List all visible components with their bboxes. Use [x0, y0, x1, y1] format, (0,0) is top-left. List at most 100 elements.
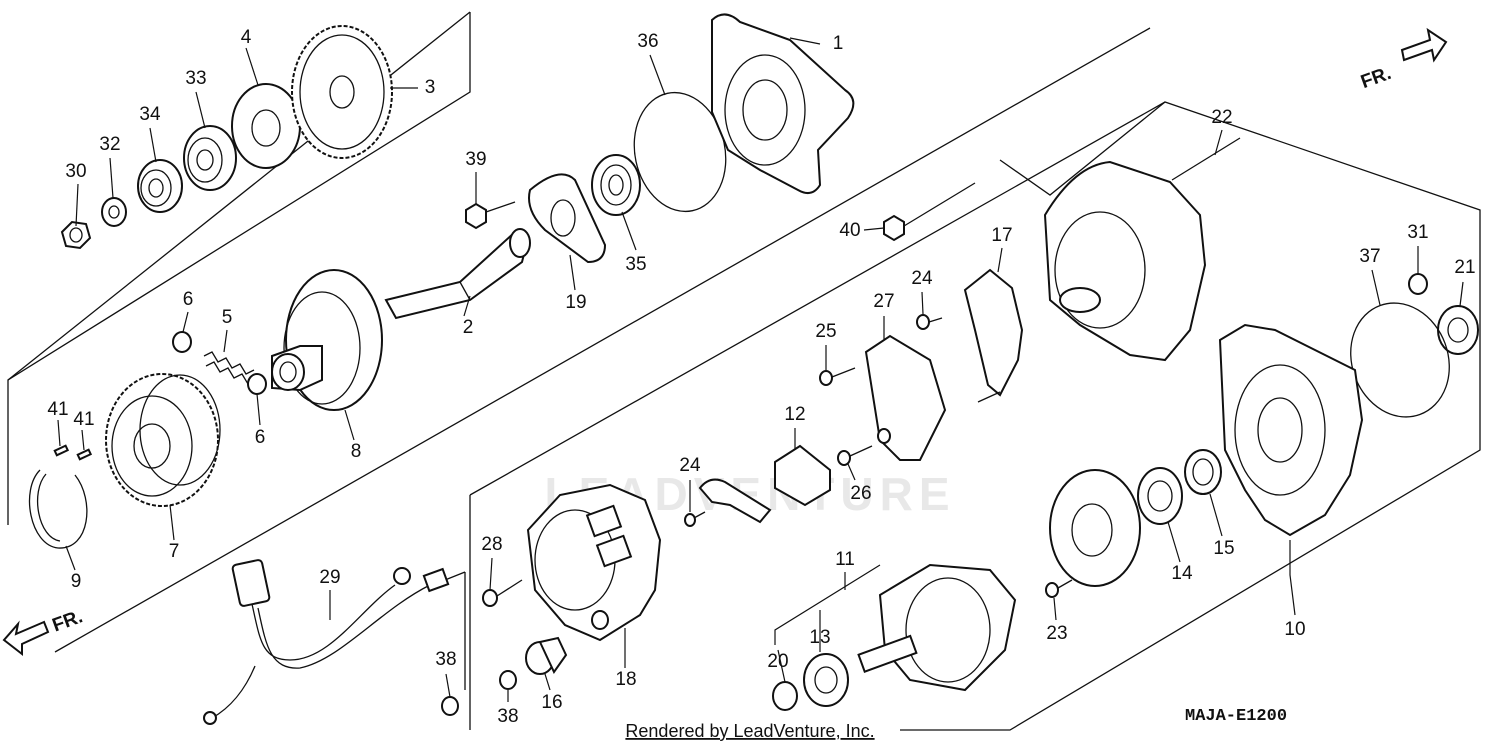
callout-9: 9 — [71, 571, 82, 592]
part-6-cap-b — [247, 373, 267, 395]
part-28-screw — [482, 579, 523, 607]
part-4-washer — [231, 83, 301, 169]
footer-credit: Rendered by LeadVenture, Inc. — [625, 721, 874, 741]
callout-8: 8 — [351, 441, 362, 462]
callout-28: 28 — [481, 534, 502, 555]
part-18-end-frame — [526, 483, 662, 642]
part-7-gear-hub — [105, 373, 221, 507]
callout-37: 37 — [1359, 246, 1380, 267]
callout-36: 36 — [637, 31, 658, 52]
callout-3: 3 — [425, 77, 436, 98]
part-31-nut — [1408, 273, 1428, 295]
part-3-gear — [291, 25, 393, 159]
callout-15: 15 — [1213, 538, 1234, 559]
part-20-cap — [772, 681, 798, 711]
part-39-bolt — [465, 201, 516, 230]
callout-38b: 38 — [497, 706, 518, 727]
callout-23: 23 — [1046, 623, 1067, 644]
part-1-housing — [711, 13, 855, 195]
callout-4: 4 — [241, 27, 252, 48]
part-34-bearing — [137, 159, 183, 213]
part-32-washer — [101, 197, 127, 227]
fr-label-top-right: FR. — [1358, 63, 1394, 93]
part-13-bearing — [803, 653, 849, 707]
fr-label-bottom-left: FR. — [50, 606, 86, 636]
part-10-front-housing — [1218, 323, 1364, 537]
part-35-bearing — [591, 154, 641, 216]
callout-34: 34 — [139, 104, 161, 125]
callout-13: 13 — [809, 627, 830, 648]
part-15-spacer — [1184, 449, 1222, 495]
part-8-damper-hub — [271, 269, 383, 411]
callout-1: 1 — [833, 33, 844, 54]
callout-21: 21 — [1454, 257, 1475, 278]
callout-26: 26 — [850, 483, 871, 504]
part-22-stud — [1171, 137, 1241, 181]
callout-11: 11 — [835, 549, 855, 570]
part-27-regulator — [864, 334, 947, 461]
part-5-spring — [203, 351, 255, 385]
part-14-bearing — [1137, 467, 1183, 525]
part-12-terminal — [774, 444, 831, 507]
part-9-snap-ring — [28, 469, 88, 549]
callout-40: 40 — [839, 220, 860, 241]
callout-12: 12 — [784, 404, 805, 425]
callout-16: 16 — [541, 692, 562, 713]
callout-17: 17 — [991, 225, 1012, 246]
part-19-gasket — [528, 173, 607, 264]
part-24-screw-a — [916, 314, 943, 330]
callout-2: 2 — [463, 317, 474, 338]
part-17-brush-holder — [963, 268, 1024, 403]
callout-10: 10 — [1284, 619, 1305, 640]
fr-arrow-top-right: FR. — [1358, 27, 1448, 93]
callout-20: 20 — [767, 651, 788, 672]
callout-18: 18 — [615, 669, 636, 690]
part-24-screw-b — [684, 511, 706, 527]
part-25-screw — [819, 367, 856, 386]
callout-27: 27 — [873, 291, 894, 312]
part-33-bearing — [183, 125, 237, 191]
callout-14: 14 — [1171, 563, 1193, 584]
callout-numbers: 1 2 3 4 5 6 6 7 8 9 10 11 12 13 14 15 16… — [47, 27, 1475, 727]
callout-39: 39 — [465, 149, 486, 170]
part-38-nut-b — [499, 670, 517, 690]
part-cover-plate — [1049, 469, 1141, 587]
part-38-nut-a — [441, 696, 459, 716]
part-6-cap-a — [172, 331, 192, 353]
part-16-insulator — [525, 636, 568, 675]
diagram-code: MAJA-E1200 — [1185, 707, 1287, 726]
callout-6a: 6 — [183, 289, 194, 310]
part-29-wire-harness — [203, 559, 450, 725]
leader-lines — [57, 37, 1464, 702]
callout-19: 19 — [565, 292, 586, 313]
callout-24b: 24 — [911, 268, 933, 289]
part-30-nut — [60, 220, 92, 250]
assembly-frames — [7, 11, 1481, 731]
callout-24a: 24 — [679, 455, 701, 476]
part-21-bearing — [1437, 305, 1479, 355]
callout-31: 31 — [1407, 222, 1428, 243]
part-40-bolt — [883, 182, 976, 242]
callout-38a: 38 — [435, 649, 456, 670]
part-23-screw — [1045, 579, 1073, 598]
callout-22: 22 — [1211, 107, 1232, 128]
part-41-pin-b — [76, 448, 93, 461]
part-11-rotor — [857, 563, 1017, 692]
part-26-screw — [837, 445, 873, 466]
callout-5: 5 — [222, 307, 233, 328]
callout-33: 33 — [185, 68, 206, 89]
callout-29: 29 — [319, 567, 340, 588]
callout-32: 32 — [99, 134, 120, 155]
callout-35: 35 — [625, 254, 646, 275]
fr-arrow-bottom-left: FR. — [2, 606, 86, 657]
callout-41b: 41 — [73, 409, 94, 430]
part-24-bracket — [698, 478, 772, 524]
part-rear-frame — [1043, 160, 1207, 362]
part-41-pin-a — [53, 444, 70, 457]
callout-41a: 41 — [47, 399, 68, 420]
part-2-shaft — [384, 228, 531, 320]
callout-30: 30 — [65, 161, 86, 182]
callout-6b: 6 — [255, 427, 266, 448]
